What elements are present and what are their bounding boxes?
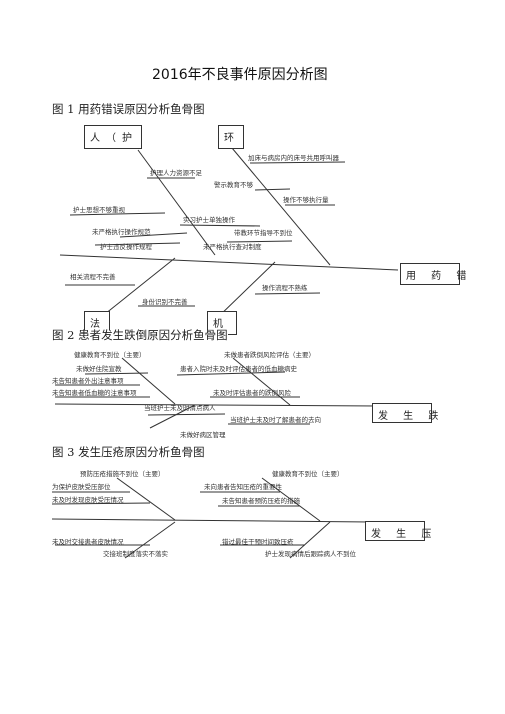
category-label-method: 法 xyxy=(90,319,106,330)
effect-label-fig2: 发 生 跌 xyxy=(378,411,445,422)
cause-label: 当班护士未及时清点病人 xyxy=(144,404,216,412)
cause-label: 未严格执行操作规范 xyxy=(92,228,151,236)
effect-label-fig3: 发 生 压 xyxy=(371,529,438,540)
cause-label: 操作不够执行量 xyxy=(283,196,329,204)
effect-box-fig3: 发 生 压 xyxy=(365,521,431,541)
cause-label: 未告知患者外出注意事项 xyxy=(52,377,124,385)
cause-label: 护士违反操作规程 xyxy=(100,243,152,251)
cause-label: 未及时评估患者的跌倒风险 xyxy=(213,389,291,397)
cause-label: 预防压疮措施不到位（主要） xyxy=(80,470,165,478)
cause-label: 健康教育不到位（主要） xyxy=(74,351,146,359)
cause-label: 护理人力资源不足 xyxy=(150,169,202,177)
cause-label: 为保护皮肤受压部位 xyxy=(52,483,111,491)
cause-label: 当班护士未及时了解患者的去向 xyxy=(230,416,321,424)
cause-label: 警示教育不够 xyxy=(214,181,253,189)
category-label-machine: 机 xyxy=(213,319,229,330)
category-box-environment: 环 xyxy=(218,125,244,149)
cause-label: 交接班制度落实不落实 xyxy=(103,550,168,558)
cause-label: 加床与病房内的床号共用呼叫器 xyxy=(248,154,339,162)
cause-label: 护士发现病情后跟踪病人不到位 xyxy=(265,550,356,558)
cause-label: 未做好住院宣教 xyxy=(76,365,122,373)
cause-label: 未告知患者低血糖的注意事项 xyxy=(52,389,137,397)
category-box-people: 人（护 xyxy=(84,125,142,149)
cause-label: 带教环节指导不到位 xyxy=(234,229,293,237)
cause-label: 患者入院时未及时评估患者的低血糖病史 xyxy=(180,365,297,373)
cause-label: 错过最佳干预时间致压疮 xyxy=(222,538,294,546)
document-title: 2016年不良事件原因分析图 xyxy=(152,67,328,83)
figure-1-caption: 图 1 用药错误原因分析鱼骨图 xyxy=(52,102,205,116)
cause-label: 未及时发现皮肤受压情况 xyxy=(52,496,124,504)
cause-label: 身份识别不完善 xyxy=(142,298,188,306)
effect-box-fig2: 发 生 跌 xyxy=(372,403,438,423)
cause-label: 实习护士单独操作 xyxy=(183,216,235,224)
cause-label: 未做患者跌倒风险评估（主要） xyxy=(224,351,315,359)
cause-label: 未严格执行查对制度 xyxy=(203,243,262,251)
cause-label: 未告知患者预防压疮的措施 xyxy=(222,497,300,505)
cause-label: 未做好病区管理 xyxy=(180,431,226,439)
effect-label-fig1: 用 药 错 xyxy=(406,271,473,282)
figure-3-caption: 图 3 发生压疮原因分析鱼骨图 xyxy=(52,445,205,459)
cause-label: 相关流程不完善 xyxy=(70,273,116,281)
effect-box-fig1: 用 药 错 xyxy=(400,263,466,285)
category-label-environment: 环 xyxy=(224,133,240,144)
cause-label: 未向患者告知压疮的重要性 xyxy=(204,483,282,491)
figure-2-caption: 图 2 患者发生跌倒原因分析鱼骨图 xyxy=(52,328,228,342)
cause-label: 操作流程不熟练 xyxy=(262,284,308,292)
cause-label: 未及时交接患者皮肤情况 xyxy=(52,538,124,546)
category-label-people: 人（护 xyxy=(90,133,138,144)
cause-label: 护士思想不够重视 xyxy=(73,206,125,214)
cause-label: 健康教育不到位（主要） xyxy=(272,470,344,478)
